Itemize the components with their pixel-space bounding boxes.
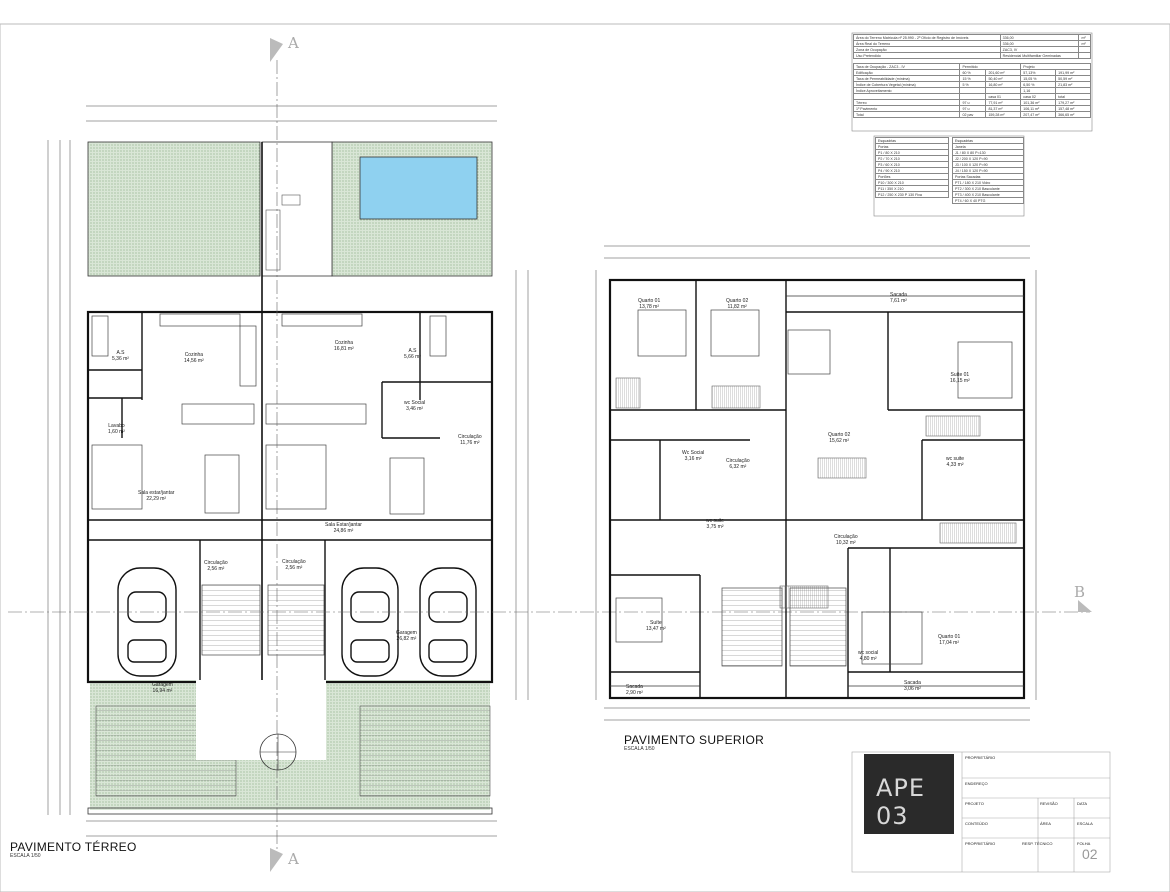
tb-owner-label: PROPRIETÁRIO: [965, 755, 996, 760]
section-b: B: [1074, 583, 1086, 601]
tb-area-label: ÁREA: [1040, 821, 1051, 826]
tb-project-label: PROJETO: [965, 801, 984, 806]
tb-owner-sign-label: PROPRIETÁRIO: [965, 841, 996, 846]
logo-text: APE 03: [876, 774, 926, 830]
upper-floor-plan: [595, 245, 1037, 721]
ground-floor-plan: [47, 38, 529, 872]
section-a-bottom: A: [288, 850, 299, 868]
tb-date-label: DATA: [1077, 801, 1088, 806]
tb-address-label: ENDEREÇO: [965, 781, 988, 786]
tb-tech-label: RESP. TÉCNICO: [1022, 841, 1053, 846]
tb-scale-label: ESCALA: [1077, 821, 1093, 826]
upper-floor-scale: ESCALA 1/50: [624, 746, 655, 752]
frames-table-left: Esquadrias Portas P1 / 80 X 210 P2 / 70 …: [875, 137, 949, 198]
ground-floor-scale: ESCALA 1/50: [10, 853, 41, 859]
company-logo: APE 03: [864, 754, 954, 834]
upper-floor-title: PAVIMENTO SUPERIOR: [624, 733, 765, 747]
tb-revision-label: REVISÃO: [1040, 801, 1058, 806]
title-block-frame: [851, 751, 1111, 873]
section-a-top: A: [288, 34, 299, 52]
frames-table-right: Esquadrias Janela J1 / 80 X 80 P=130 J2 …: [952, 137, 1024, 204]
tb-sheet-label: FOLHA: [1077, 841, 1091, 846]
area-table: Área do Terreno Matrícula nº 25.990 - 2º…: [852, 34, 1091, 118]
ground-floor-title: PAVIMENTO TÉRREO: [10, 840, 137, 854]
tb-content-label: CONTEÚDO: [965, 821, 988, 826]
tb-sheet-number: 02: [1082, 846, 1098, 862]
